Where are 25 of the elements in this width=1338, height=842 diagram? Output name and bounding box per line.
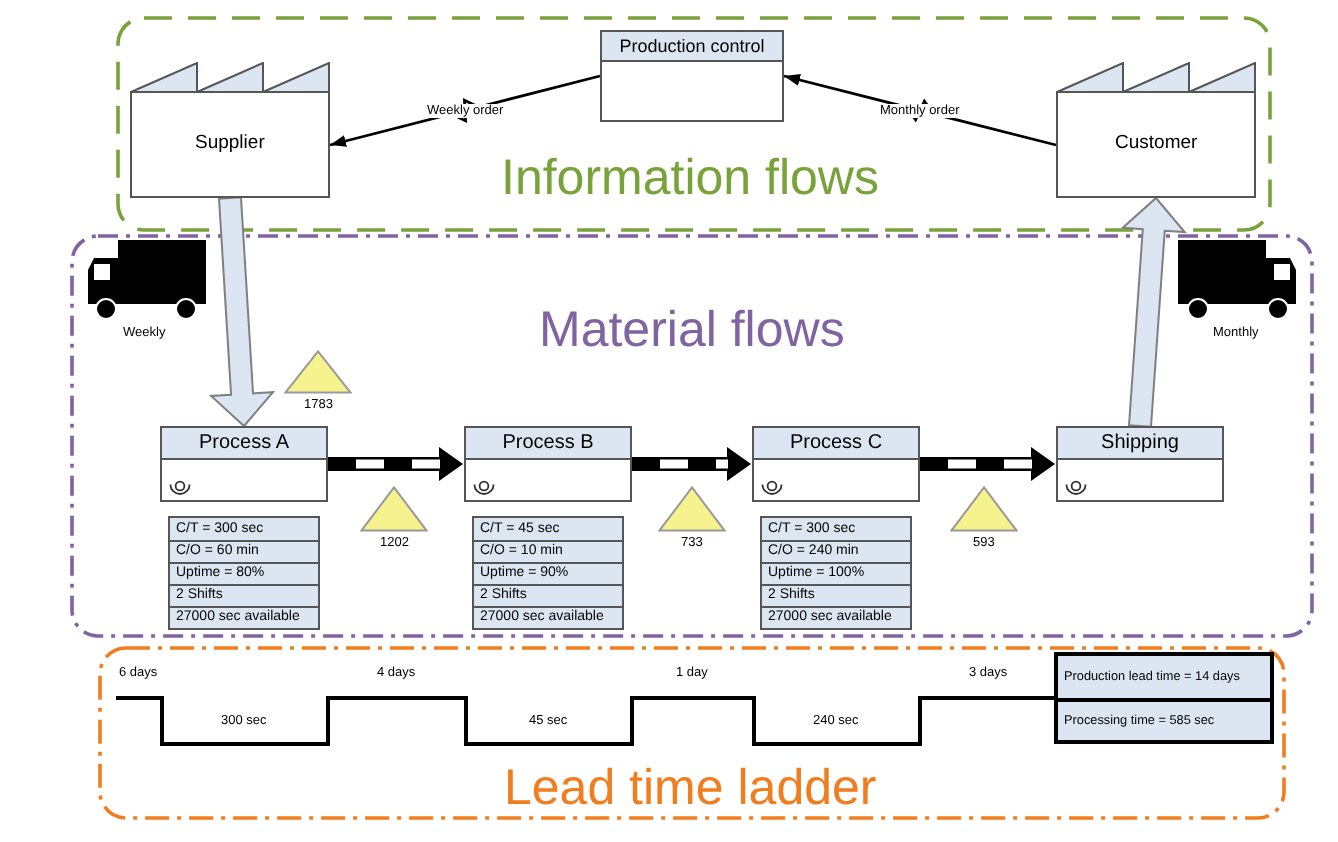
push-arrow (632, 447, 751, 481)
box-title: Production control (602, 32, 782, 62)
information-arrow (329, 74, 601, 147)
shipment-arrow (208, 196, 276, 428)
process-box (160, 426, 328, 502)
shipment-arrow (1120, 196, 1187, 428)
group-title: Lead time ladder (504, 759, 877, 817)
process-box (1056, 426, 1224, 502)
process-box (752, 426, 920, 502)
factory-label: Customer (1115, 134, 1198, 156)
push-arrow (920, 447, 1055, 481)
process-title: Process C (754, 428, 918, 460)
process-box (464, 426, 632, 502)
group-title: Information flows (501, 149, 879, 207)
factory-label: Supplier (195, 134, 265, 156)
group-title: Material flows (539, 301, 845, 359)
process-title: Process B (466, 428, 630, 460)
process-data-table (760, 516, 912, 630)
lead-time-summary-box (1054, 652, 1274, 744)
process-title: Process A (162, 428, 326, 460)
push-arrow (328, 447, 463, 481)
process-title: Shipping (1058, 428, 1222, 460)
process-data-table (168, 516, 320, 630)
production-control-box (600, 30, 784, 122)
process-data-table (472, 516, 624, 630)
